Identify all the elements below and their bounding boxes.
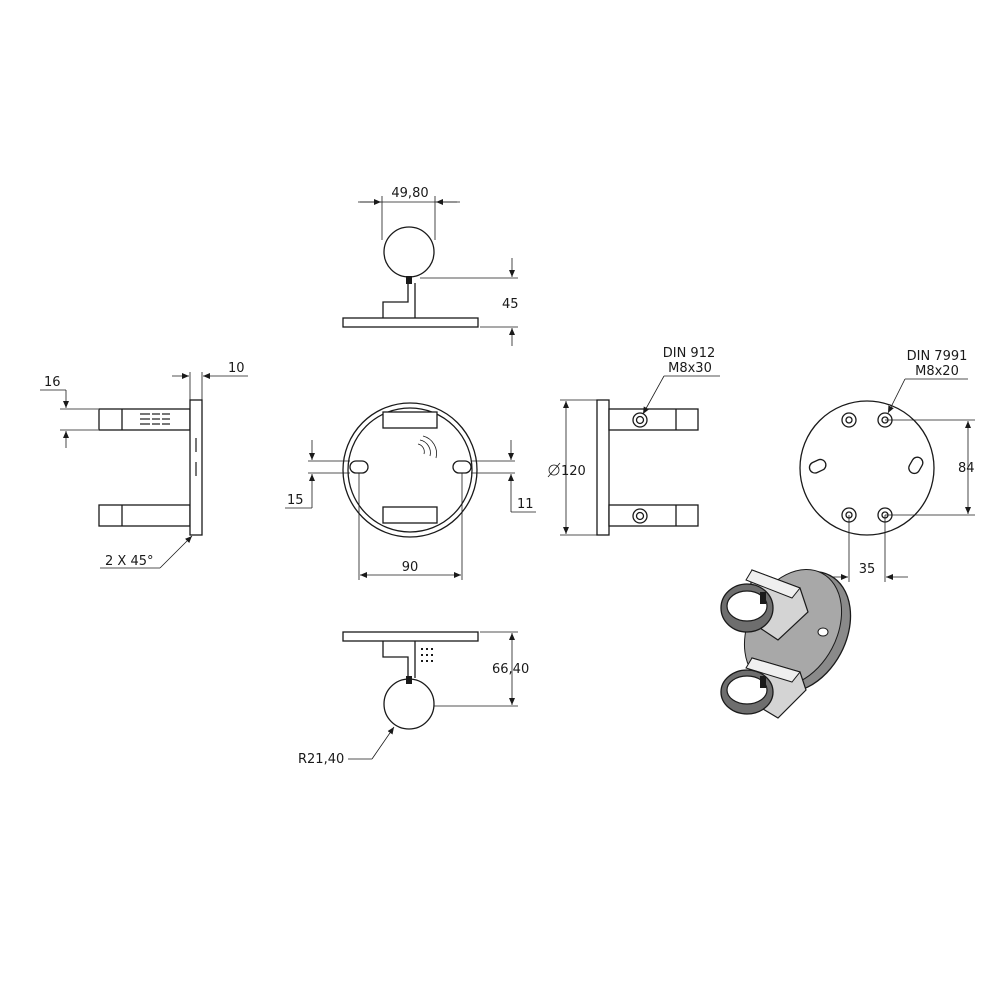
side-arm-lower (98, 504, 191, 527)
callout-screw-size: M8x30 (668, 361, 712, 376)
callout-countersunk-leader (887, 378, 906, 414)
radius-leader (371, 726, 395, 760)
dim-slot-offset-left: 15 (287, 493, 304, 508)
top-view: 49,80 45 (342, 186, 519, 346)
callout-countersunk-standard: DIN 7991 (907, 349, 968, 364)
front-view: 15 11 90 (285, 402, 536, 580)
front-plate-inner (347, 407, 473, 533)
callout-screw-leader (642, 375, 665, 415)
front-slot-right (452, 460, 472, 474)
iso-plate-slot (817, 627, 829, 637)
back-view: 84 35 DIN 7991 M8x20 (799, 349, 975, 582)
front-plate-outer (342, 402, 478, 538)
right-arm-lower (608, 504, 699, 527)
right-flange (596, 399, 610, 536)
dim-tube-radius: R21,40 (298, 752, 344, 767)
dim-hole-spacing-vertical: 84 (958, 461, 975, 476)
top-view-slit (406, 276, 412, 284)
dim-slot-offset-right: 11 (517, 497, 534, 512)
right-side-view: 120 DIN 912 M8x30 (547, 346, 720, 536)
bottom-view-hidden-dots (421, 648, 433, 662)
callout-screw-standard: DIN 912 (663, 346, 716, 361)
top-view-flange (342, 317, 479, 328)
front-slot-left (349, 460, 369, 474)
dim-plate-diameter: 120 (561, 464, 586, 479)
callout-countersunk-size: M8x20 (915, 364, 959, 379)
dim-tube-width: 49,80 (391, 186, 428, 201)
right-arm-upper (608, 408, 699, 431)
left-side-view: 10 16 2 X 45° (40, 361, 248, 569)
isometric-view (720, 568, 852, 719)
bottom-view-stem (382, 641, 409, 678)
front-arm-top (382, 411, 438, 429)
chamfer-note: 2 X 45° (105, 554, 153, 569)
dim-slot-spacing: 90 (402, 560, 419, 575)
bottom-view-slit (406, 676, 412, 684)
back-slot-right (908, 456, 924, 475)
dim-flange-thickness: 10 (228, 361, 245, 376)
screw-head-upper (632, 412, 648, 428)
back-slot-left (808, 458, 827, 474)
top-view-tube (383, 226, 435, 278)
dim-hole-spacing-horizontal: 35 (859, 562, 876, 577)
front-arc-hatching (417, 435, 437, 459)
top-view-stem (382, 283, 409, 318)
bottom-view: 66,40 R21,40 (298, 631, 529, 767)
dim-arm-height: 16 (44, 375, 61, 390)
back-plate (799, 400, 935, 536)
bottom-view-flange (342, 631, 479, 642)
diameter-symbol (547, 462, 561, 478)
dim-height-top: 45 (502, 297, 519, 312)
dim-height-bottom: 66,40 (492, 662, 529, 677)
bottom-view-tube (383, 678, 435, 730)
front-arm-bottom (382, 506, 438, 524)
screw-head-lower (632, 508, 648, 524)
